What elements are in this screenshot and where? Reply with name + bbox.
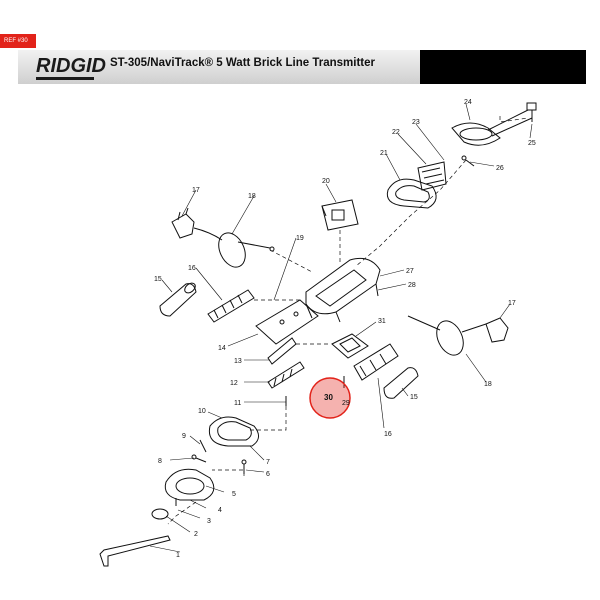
callout-21: 21 bbox=[380, 150, 388, 157]
brand-underline bbox=[36, 77, 94, 80]
callout-13: 13 bbox=[234, 358, 242, 365]
callout-18-left: 18 bbox=[248, 193, 256, 200]
part-12-rack bbox=[267, 361, 305, 389]
part-6-screw bbox=[241, 459, 247, 474]
callout-23: 23 bbox=[412, 119, 420, 126]
part-9-screw bbox=[199, 439, 207, 453]
callout-8: 8 bbox=[158, 458, 162, 465]
header-black-band bbox=[420, 50, 586, 84]
callout-22: 22 bbox=[392, 129, 400, 136]
callout-20: 20 bbox=[322, 178, 330, 185]
part-1-wrench bbox=[99, 535, 171, 567]
part-16-connector-left bbox=[207, 289, 255, 323]
callout-17-left: 17 bbox=[192, 187, 200, 194]
callout-31: 31 bbox=[378, 318, 386, 325]
part-10-gasket bbox=[208, 416, 259, 447]
callout-4: 4 bbox=[218, 507, 222, 514]
part-8-screw bbox=[191, 454, 207, 463]
callout-2: 2 bbox=[194, 531, 198, 538]
callout-24: 24 bbox=[464, 99, 472, 106]
part-14-plate bbox=[255, 299, 319, 345]
header-title-bar: RIDGID ST-305/NaviTrack® 5 Watt Brick Li… bbox=[18, 50, 420, 84]
callout-27: 27 bbox=[406, 268, 414, 275]
callout-1: 1 bbox=[176, 552, 180, 559]
callout-15-right: 15 bbox=[410, 394, 418, 401]
callout-26: 26 bbox=[496, 165, 504, 172]
part-20-bracket bbox=[321, 199, 359, 231]
callout-6: 6 bbox=[266, 471, 270, 478]
part-2-ring bbox=[151, 508, 169, 520]
part-17-clamp-left bbox=[171, 207, 195, 239]
callout-25: 25 bbox=[528, 140, 536, 147]
part-24-cap bbox=[451, 109, 533, 146]
highlight-circle bbox=[309, 377, 351, 419]
callout-16-right: 16 bbox=[384, 431, 392, 438]
callout-10: 10 bbox=[198, 408, 206, 415]
part-27-housing bbox=[305, 257, 381, 323]
callout-3: 3 bbox=[207, 518, 211, 525]
part-13-tube bbox=[267, 337, 297, 365]
callout-16-left: 16 bbox=[188, 265, 196, 272]
part-15-cylinder-left bbox=[159, 282, 197, 317]
callout-19: 19 bbox=[296, 235, 304, 242]
part-5-base bbox=[164, 468, 215, 501]
page-header: RIDGID ST-305/NaviTrack® 5 Watt Brick Li… bbox=[18, 50, 586, 84]
callout-5: 5 bbox=[232, 491, 236, 498]
part-25-knob bbox=[526, 102, 537, 122]
callout-28: 28 bbox=[408, 282, 416, 289]
part-26-screw bbox=[461, 155, 475, 167]
callout-30-highlighted: 30 bbox=[324, 393, 333, 402]
part-15-cylinder-right bbox=[383, 367, 419, 399]
part-16-connector-right bbox=[353, 343, 399, 381]
part-18-cable-left bbox=[193, 227, 275, 268]
callout-7: 7 bbox=[266, 459, 270, 466]
callout-15-left: 15 bbox=[154, 276, 162, 283]
part-18-cable-right bbox=[407, 315, 487, 356]
brand-logo: RIDGID bbox=[36, 55, 106, 77]
part-21-gasket bbox=[386, 178, 437, 209]
reference-tag: REF #30 bbox=[0, 34, 36, 48]
callout-12: 12 bbox=[230, 380, 238, 387]
callout-9: 9 bbox=[182, 433, 186, 440]
page-title: ST-305/NaviTrack® 5 Watt Brick Line Tran… bbox=[110, 57, 375, 69]
callout-11: 11 bbox=[234, 400, 241, 407]
callout-14: 14 bbox=[218, 345, 226, 352]
callout-29: 29 bbox=[342, 400, 350, 407]
callout-18-right: 18 bbox=[484, 381, 492, 388]
part-31-pad bbox=[331, 333, 369, 359]
part-17-clamp-right bbox=[485, 317, 509, 343]
callout-17-right: 17 bbox=[508, 300, 516, 307]
